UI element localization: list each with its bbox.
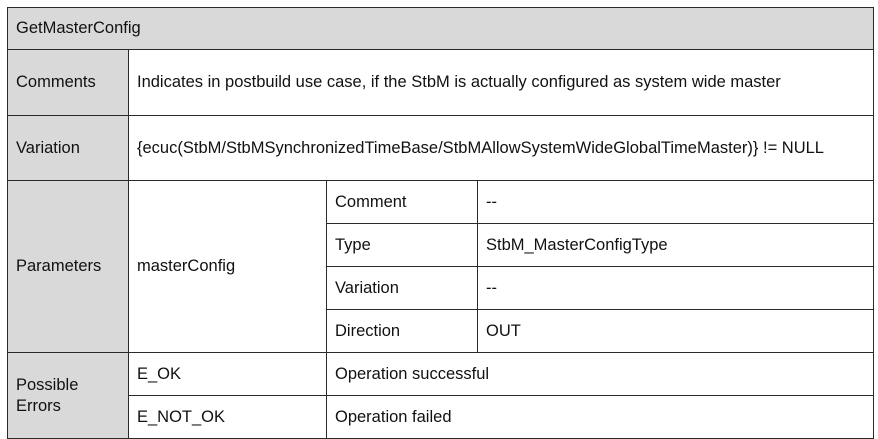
error-desc-not-ok: Operation failed bbox=[325, 395, 875, 439]
comments-text: Indicates in postbuild use case, if the … bbox=[127, 49, 875, 116]
spec-table: GetMasterConfig Comments Indicates in po… bbox=[6, 7, 875, 439]
error-desc-ok: Operation successful bbox=[325, 352, 875, 396]
comments-label: Comments bbox=[7, 49, 129, 116]
param-direction-value: OUT bbox=[476, 309, 875, 353]
error-code-not-ok: E_NOT_OK bbox=[128, 395, 327, 439]
errors-label: Possible Errors bbox=[7, 352, 129, 439]
spec-table-wrapper: GetMasterConfig Comments Indicates in po… bbox=[6, 7, 875, 439]
param-type-key: Type bbox=[326, 223, 478, 267]
param-variation-key: Variation bbox=[326, 266, 478, 310]
param-comment-value: -- bbox=[476, 180, 875, 224]
param-direction-key: Direction bbox=[326, 309, 478, 353]
variation-label: Variation bbox=[7, 115, 129, 181]
error-code-ok: E_OK bbox=[128, 352, 327, 396]
variation-text: {ecuc(StbM/StbMSynchronizedTimeBase/StbM… bbox=[127, 115, 875, 181]
parameter-name: masterConfig bbox=[128, 180, 327, 353]
parameters-label: Parameters bbox=[7, 180, 129, 353]
table-title: GetMasterConfig bbox=[6, 7, 875, 50]
param-comment-key: Comment bbox=[326, 180, 478, 224]
param-type-value: StbM_MasterConfigType bbox=[476, 223, 875, 267]
param-variation-value: -- bbox=[476, 266, 875, 310]
